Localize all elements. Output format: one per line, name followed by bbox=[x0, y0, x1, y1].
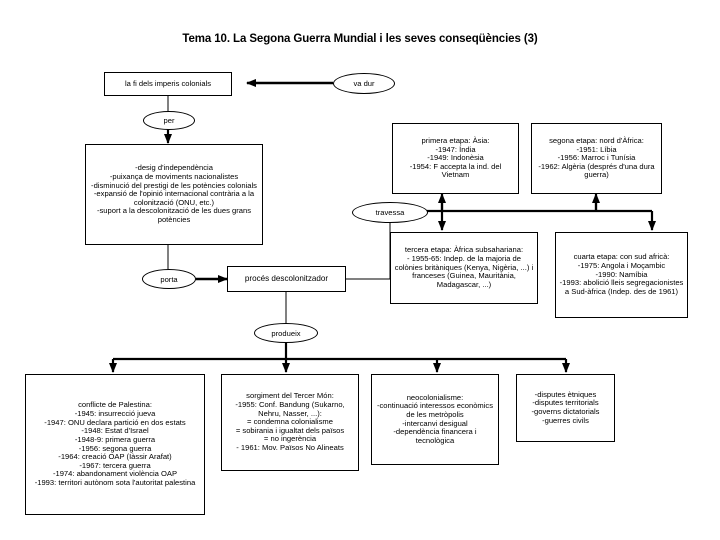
node-travessa[interactable]: travessa bbox=[352, 202, 428, 223]
page-title: Tema 10. La Segona Guerra Mundial i les … bbox=[182, 33, 538, 45]
node-va-dur[interactable]: va dur bbox=[333, 73, 395, 94]
node-neocolonialisme[interactable]: neocolonialisme: -continuació interessos… bbox=[371, 374, 499, 465]
node-etapa-segona-nord-africa[interactable]: segona etapa: nord d'Àfrica: -1951: Líbi… bbox=[531, 123, 662, 194]
node-etapa-cuarta-con-sud-africa[interactable]: cuarta etapa: con sud africà: -1975: Ang… bbox=[555, 232, 688, 318]
node-conflicte-palestina[interactable]: conflicte de Palestina: -1945: insurrecc… bbox=[25, 374, 205, 515]
node-etapa-tercera-africa-subsahariana[interactable]: tercera etapa: Àfrica subsahariana: - 19… bbox=[390, 232, 538, 304]
node-proces-descolonitzador[interactable]: procés descolonitzador bbox=[227, 266, 346, 292]
node-disputes-conflictes[interactable]: -disputes ètniques -disputes territorial… bbox=[516, 374, 615, 442]
node-porta[interactable]: porta bbox=[142, 269, 196, 289]
edge-travessa-bus bbox=[390, 193, 656, 231]
node-causes-independencia[interactable]: -desig d'independència -puixança de movi… bbox=[85, 144, 263, 245]
node-etapa-primera-asia[interactable]: primera etapa: Àsia: -1947: Índia -1949:… bbox=[392, 123, 519, 194]
node-sorgiment-tercer-mon[interactable]: sorgiment del Tercer Món: -1955: Conf. B… bbox=[221, 374, 359, 471]
node-fi-imperis-colonials[interactable]: la fi dels imperis colonials bbox=[104, 72, 232, 96]
edge-produeix-bus bbox=[109, 342, 570, 373]
node-per[interactable]: per bbox=[143, 111, 195, 130]
edge-proces-to-travessa bbox=[346, 216, 391, 280]
node-produeix[interactable]: produeix bbox=[254, 323, 318, 343]
